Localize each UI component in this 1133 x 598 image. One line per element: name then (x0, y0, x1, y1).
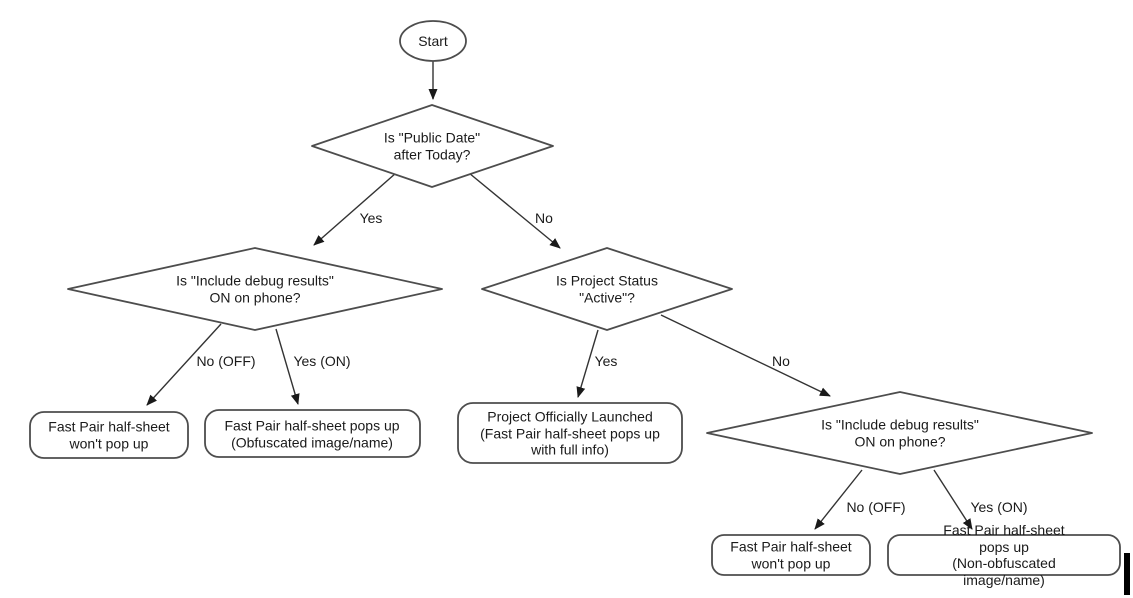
start-node-label: Start (418, 32, 448, 49)
edge-label-debug-right-yes: Yes (ON) (970, 498, 1028, 515)
edge-label-debug-left-yes: Yes (ON) (293, 352, 351, 369)
text-cursor-artifact (1124, 553, 1130, 595)
decision-project-status-shape (481, 247, 733, 331)
arrow-debug-left-no-off (146, 323, 222, 406)
decision-public-date-label: Is "Public Date" after Today? (383, 129, 481, 163)
terminal-launched-shape (457, 402, 683, 464)
edge-label-status-no: No (772, 352, 790, 369)
terminal-obfuscated-shape (204, 409, 421, 458)
arrow-public-date-no (468, 172, 561, 249)
start-node-shape (399, 20, 467, 62)
terminal-launched-label: Project Officially Launched (Fast Pair h… (480, 408, 660, 458)
arrow-debug-right-yes-on (933, 469, 973, 530)
edge-label-public-date-yes: Yes (359, 209, 383, 226)
arrow-status-yes (576, 329, 599, 398)
decision-debug-left-label: Is "Include debug results" ON on phone? (176, 272, 334, 306)
arrow-public-date-yes (313, 172, 397, 246)
arrow-debug-left-yes-on (275, 328, 300, 405)
edge-label-status-yes: Yes (594, 352, 618, 369)
terminal-obfuscated-label: Fast Pair half-sheet pops up (Obfuscated… (224, 417, 400, 451)
edge-label-public-date-no: No (535, 209, 553, 226)
decision-debug-left-shape (67, 247, 443, 331)
terminal-wont-pop-left-label: Fast Pair half-sheet won't pop up (48, 418, 170, 452)
edge-label-debug-left-no: No (OFF) (196, 352, 256, 369)
terminal-non-obfuscated-label: Fast Pair half-sheet pops up (Non-obfusc… (943, 522, 1065, 588)
decision-public-date-shape (311, 104, 554, 188)
decision-debug-right-shape (706, 391, 1093, 475)
arrow-status-no (660, 314, 831, 397)
terminal-non-obfuscated-shape (887, 534, 1121, 576)
decision-debug-right-label: Is "Include debug results" ON on phone? (821, 416, 979, 450)
arrow-debug-right-no-off (814, 469, 863, 530)
terminal-wont-pop-right-label: Fast Pair half-sheet won't pop up (730, 538, 852, 572)
decision-project-status-label: Is Project Status "Active"? (556, 272, 658, 306)
edge-label-debug-right-no: No (OFF) (846, 498, 906, 515)
terminal-wont-pop-right-shape (711, 534, 871, 576)
terminal-wont-pop-left-shape (29, 411, 189, 459)
